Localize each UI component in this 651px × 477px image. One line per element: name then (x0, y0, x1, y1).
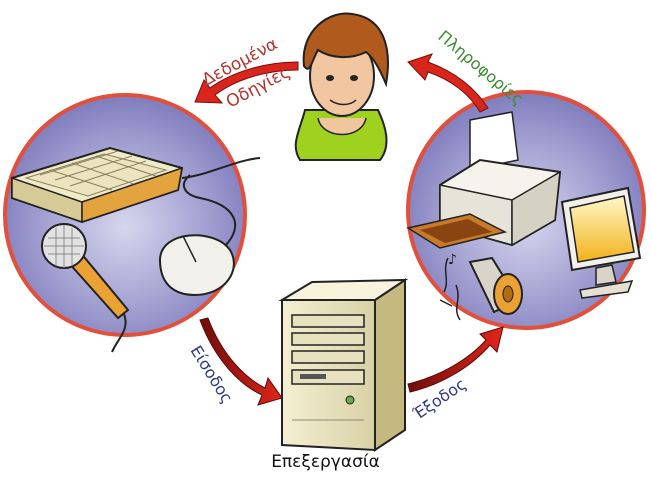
label-information: Πληροφορίες (434, 27, 527, 109)
monitor-icon (560, 186, 642, 299)
arrow-processing-to-output (407, 326, 504, 393)
label-processing: Επεξεργασία (271, 452, 380, 472)
input-devices-circle (3, 93, 247, 337)
keyboard-icon (11, 146, 261, 224)
computer-tower-icon (278, 278, 409, 452)
mouse-icon (158, 174, 237, 297)
arrow-to-input-circle (194, 61, 299, 104)
arrow-input-to-processing (199, 317, 283, 406)
arrow-from-output-to-person (407, 53, 489, 113)
person-icon (294, 12, 389, 161)
label-input: Είσοδος (187, 342, 237, 407)
printer-icon (406, 111, 562, 249)
svg-text:♪: ♪ (448, 252, 457, 268)
speaker-icon: ♪ (439, 252, 523, 321)
microphone-icon (41, 223, 130, 353)
